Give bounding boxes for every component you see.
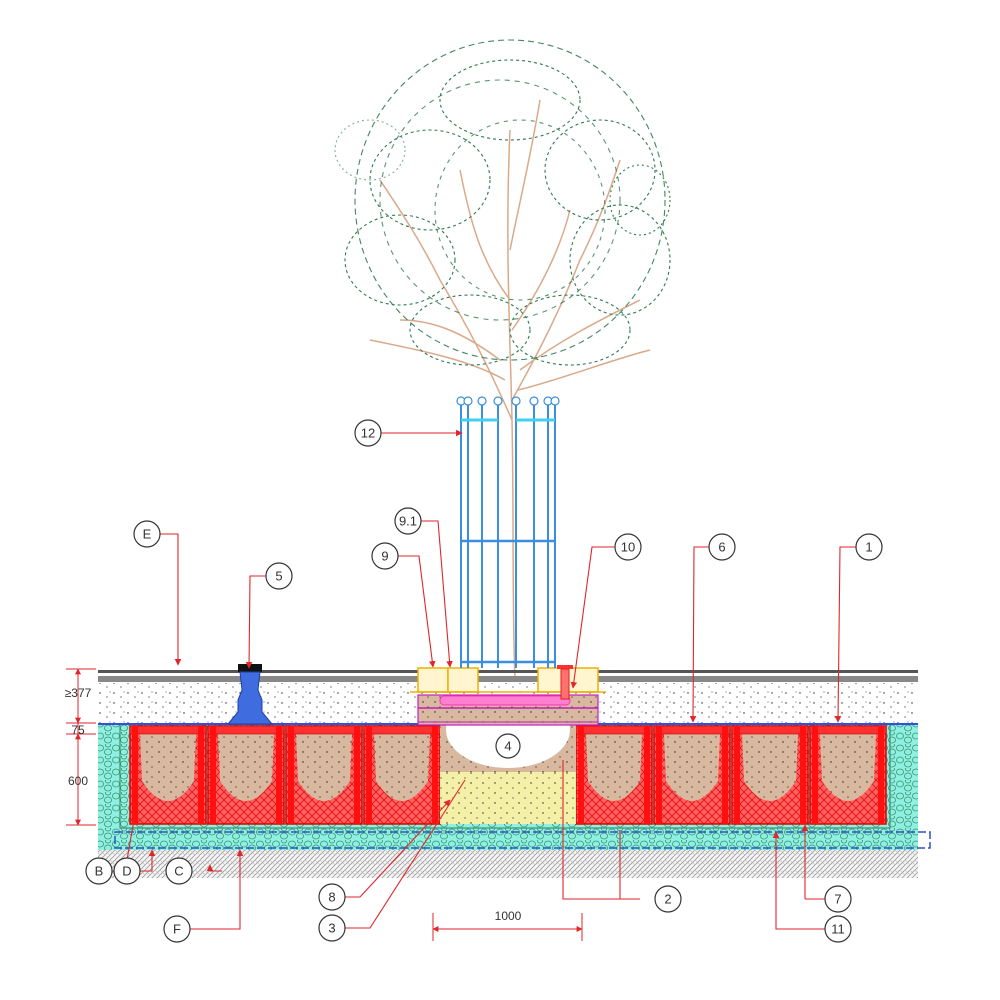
guard-finial	[511, 396, 521, 406]
svg-text:7: 7	[834, 892, 841, 907]
svg-text:12: 12	[361, 426, 375, 441]
leader-10	[570, 546, 615, 689]
callout-d: D	[113, 857, 141, 885]
tree-foliage	[334, 39, 671, 366]
soil-cells	[129, 725, 887, 825]
guard-finial	[463, 396, 473, 406]
svg-text:2: 2	[664, 892, 671, 907]
callout-7: 7	[824, 885, 852, 913]
tree-guard	[456, 396, 560, 668]
svg-text:11: 11	[831, 922, 845, 937]
leader-11	[772, 831, 825, 930]
svg-text:3: 3	[328, 921, 335, 936]
svg-text:C: C	[174, 864, 183, 879]
svg-text:5: 5	[275, 569, 282, 584]
svg-text:4: 4	[504, 739, 511, 754]
callout-9: 9	[371, 542, 399, 570]
leader-8	[345, 799, 451, 898]
callout-12: 12	[354, 419, 382, 447]
leader-lines	[112, 429, 856, 930]
soil-cell	[207, 725, 285, 825]
svg-text:1: 1	[865, 540, 872, 555]
svg-text:9: 9	[381, 549, 388, 564]
callout-11: 11	[824, 915, 852, 943]
soil-cell	[129, 725, 207, 825]
drain-pipe	[114, 831, 931, 849]
leader-d	[140, 849, 156, 872]
callout-2: 2	[654, 885, 682, 913]
vertical-dimensions	[66, 668, 96, 826]
leader-6	[689, 546, 709, 723]
svg-text:B: B	[95, 864, 104, 879]
soil-cell	[809, 725, 887, 825]
callout-9-1: 9.1	[394, 507, 422, 535]
leader-e	[160, 533, 182, 666]
paving-base	[98, 676, 918, 682]
leader-5	[245, 575, 266, 669]
leader-f	[190, 849, 244, 930]
callout-b: B	[85, 857, 113, 885]
tree	[334, 39, 671, 681]
leader-c	[206, 864, 222, 872]
leader-1	[834, 546, 856, 723]
soil-cell	[731, 725, 809, 825]
callout-5: 5	[265, 562, 293, 590]
svg-text:6: 6	[718, 540, 725, 555]
callout-f: F	[163, 915, 191, 943]
irrigation-inlet	[557, 665, 573, 700]
tree-branches	[369, 99, 651, 681]
leader-9-1	[421, 520, 453, 668]
soil-cell	[575, 725, 653, 825]
subgrade-layer	[98, 848, 918, 878]
callout-1: 1	[855, 533, 883, 561]
svg-text:8: 8	[328, 890, 335, 905]
dimension-cell-height: 600	[68, 774, 88, 788]
svg-text:D: D	[122, 864, 131, 879]
dimension-pit-width: 1000	[495, 909, 522, 923]
guard-finial	[550, 396, 560, 406]
tree-pit	[410, 665, 606, 824]
horizontal-dimension	[432, 913, 583, 941]
svg-text:E: E	[143, 527, 152, 542]
soil-cell	[653, 725, 731, 825]
callouts: 12 9.1 9 10 6 1 E 5 4 B D C F 8 3 2 7 11	[85, 419, 883, 943]
leader-9	[398, 555, 436, 668]
paving-surface	[98, 670, 918, 673]
soil-cell	[285, 725, 363, 825]
guard-finial	[477, 396, 487, 406]
dimension-membrane: 75	[71, 723, 85, 737]
callout-c: C	[165, 857, 193, 885]
svg-text:F: F	[173, 922, 181, 937]
irrigation-pipe	[439, 695, 571, 706]
soil-cell	[363, 725, 441, 825]
callout-e: E	[133, 520, 161, 548]
pit-sand-base	[440, 772, 576, 824]
leader-3	[345, 779, 466, 929]
dimension-top-layer: ≥377	[65, 686, 92, 700]
callout-8: 8	[318, 883, 346, 911]
callout-10: 10	[614, 533, 642, 561]
callout-6: 6	[708, 533, 736, 561]
leader-2	[562, 760, 640, 900]
svg-text:10: 10	[621, 540, 635, 555]
guard-finial	[493, 396, 503, 406]
callout-4: 4	[495, 733, 521, 759]
guard-finial	[529, 396, 539, 406]
callout-3: 3	[318, 914, 346, 942]
svg-text:9.1: 9.1	[399, 514, 417, 529]
